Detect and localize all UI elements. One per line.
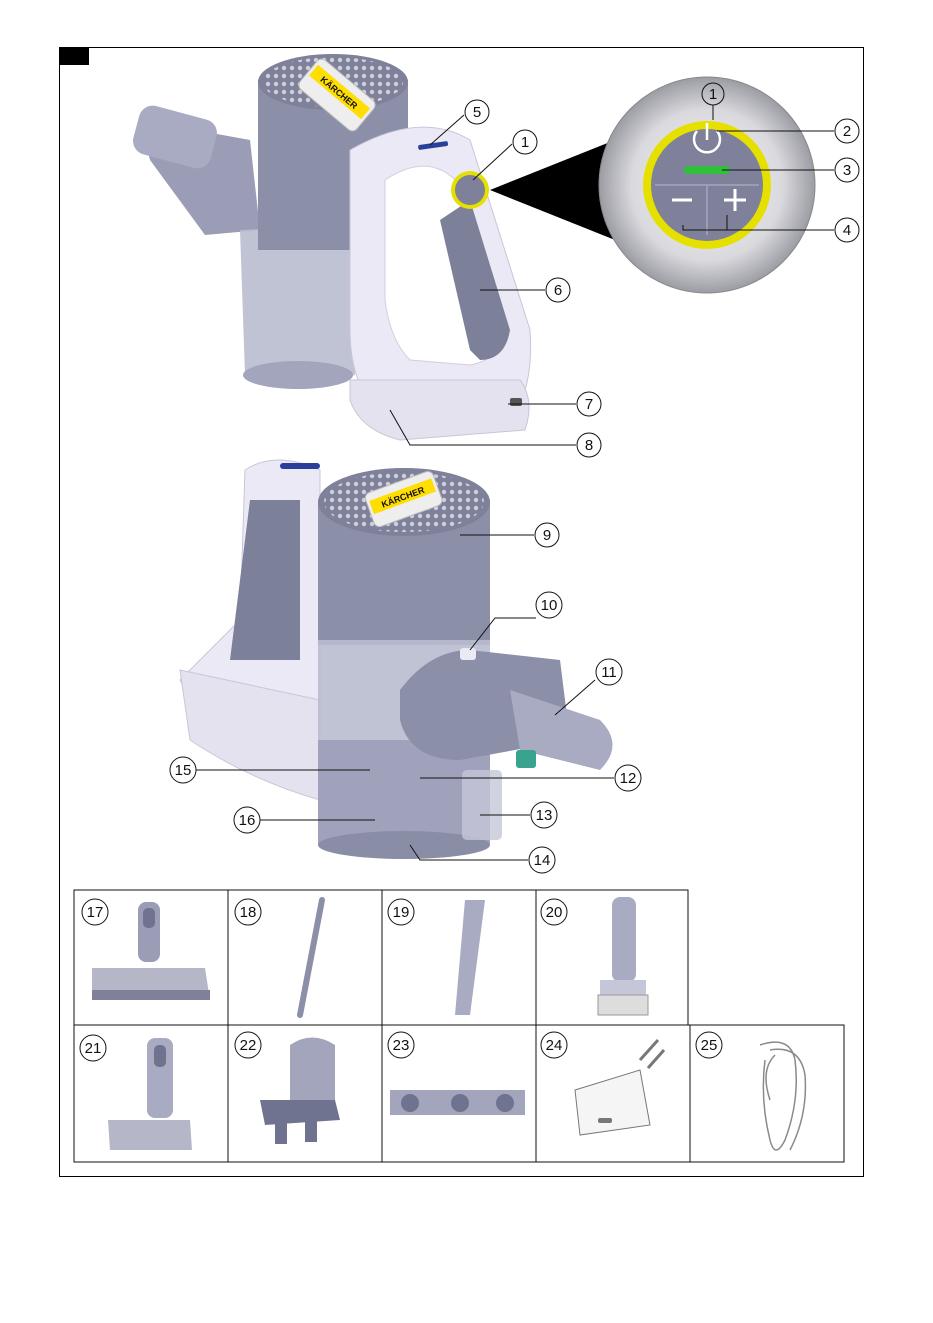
svg-text:20: 20	[546, 904, 563, 921]
callout-23: 23	[388, 1032, 414, 1058]
callout-5: 5	[465, 100, 489, 124]
svg-text:1: 1	[521, 134, 529, 151]
callout-14: 14	[529, 847, 555, 873]
accessory-18-extension-tube	[300, 900, 322, 1015]
svg-text:5: 5	[473, 104, 481, 121]
svg-text:9: 9	[543, 527, 551, 544]
svg-text:24: 24	[546, 1037, 563, 1054]
callout-25: 25	[696, 1032, 722, 1058]
callout-6: 6	[546, 278, 570, 302]
control-panel-zoom	[599, 77, 815, 293]
callout-17: 17	[82, 899, 108, 925]
accessory-20-brush	[598, 897, 648, 1015]
accessory-22-wall-bracket	[260, 1038, 340, 1145]
svg-text:25: 25	[701, 1037, 718, 1054]
callout-15: 15	[170, 757, 196, 783]
svg-text:6: 6	[554, 282, 562, 299]
accessory-23-holder	[390, 1090, 525, 1115]
callout-3: 3	[835, 158, 859, 182]
callout-21: 21	[80, 1035, 106, 1061]
callout-10: 10	[536, 592, 562, 618]
svg-text:16: 16	[239, 812, 256, 829]
callout-16: 16	[234, 807, 260, 833]
callout-8: 8	[577, 433, 601, 457]
callout-4: 4	[835, 218, 859, 242]
svg-text:17: 17	[87, 904, 104, 921]
svg-text:4: 4	[843, 222, 851, 239]
svg-text:22: 22	[240, 1037, 257, 1054]
svg-text:11: 11	[601, 664, 617, 681]
svg-text:10: 10	[541, 597, 558, 614]
vacuum-bottom-view: KÄRCHER	[180, 460, 613, 859]
callout-2: 2	[835, 119, 859, 143]
svg-text:2: 2	[843, 123, 851, 140]
callout-9: 9	[535, 523, 559, 547]
accessory-21-upholstery-nozzle	[108, 1038, 192, 1150]
callout-18: 18	[235, 899, 261, 925]
vacuum-top-view: KÄRCHER	[130, 54, 615, 440]
callout-22: 22	[235, 1032, 261, 1058]
svg-text:12: 12	[620, 770, 637, 787]
svg-text:18: 18	[240, 904, 257, 921]
accessory-24-charger	[575, 1040, 664, 1135]
svg-text:19: 19	[393, 904, 410, 921]
svg-text:21: 21	[85, 1040, 102, 1057]
callout-7: 7	[577, 392, 601, 416]
accessory-25-cable	[760, 1042, 805, 1150]
svg-text:7: 7	[585, 396, 593, 413]
callout-24: 24	[541, 1032, 567, 1058]
svg-text:3: 3	[843, 162, 851, 179]
svg-text:1: 1	[709, 86, 717, 103]
svg-text:13: 13	[536, 807, 553, 824]
svg-text:23: 23	[393, 1037, 410, 1054]
callout-11: 11	[596, 659, 622, 685]
callout-1: 1	[513, 130, 537, 154]
svg-text:8: 8	[585, 437, 593, 454]
callout-20: 20	[541, 899, 567, 925]
callout-12: 12	[615, 765, 641, 791]
callout-19: 19	[388, 899, 414, 925]
accessory-17-floor-nozzle	[92, 902, 210, 1000]
svg-text:14: 14	[534, 852, 551, 869]
callout-13: 13	[531, 802, 557, 828]
accessory-19-crevice-nozzle	[455, 900, 485, 1015]
svg-text:15: 15	[175, 762, 192, 779]
